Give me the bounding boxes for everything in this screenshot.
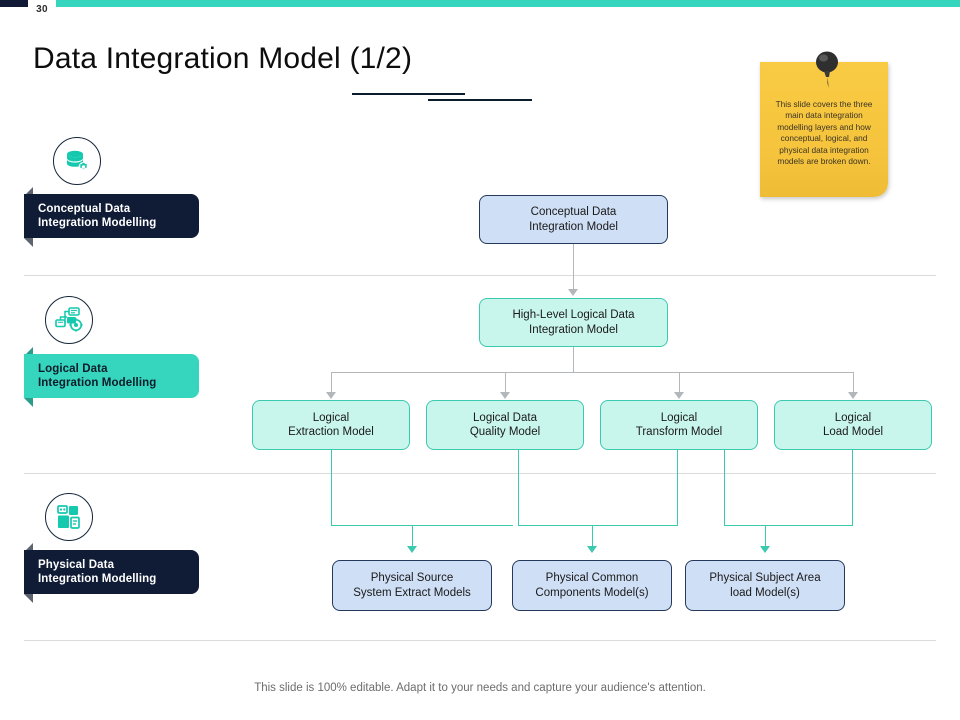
node-physical-common-components-model[interactable]: Physical Common Components Model(s)	[512, 560, 672, 611]
banner-notch-top-2	[24, 347, 33, 356]
layer-divider-1	[24, 275, 936, 276]
connector-extraction-to-physical-1	[412, 525, 413, 547]
node-logical-data-quality-model[interactable]: Logical Data Quality Model	[426, 400, 584, 450]
node-logical-load-model-line1: Logical	[834, 411, 872, 424]
layer-divider-2	[24, 473, 936, 474]
node-logical-extraction-model[interactable]: Logical Extraction Model	[252, 400, 410, 450]
node-high-level-logical-model-line1: High-Level Logical Data	[512, 309, 635, 321]
connector-quality-down	[518, 450, 519, 525]
server-stack-icon	[45, 493, 93, 541]
layer-label-logical: Logical Data Integration Modelling	[24, 354, 199, 398]
flowchart-gear-icon	[45, 296, 93, 344]
layer-label-physical: Physical Data Integration Modelling	[24, 550, 199, 594]
banner-notch-top-3	[24, 543, 33, 552]
node-high-level-logical-model[interactable]: High-Level Logical Data Integration Mode…	[479, 298, 668, 347]
node-physical-common-components-model-line1: Physical Common	[545, 572, 639, 584]
top-accent-bar-navy	[0, 0, 28, 7]
layer-label-logical-line2: Integration Modelling	[38, 377, 157, 389]
page-title: Data Integration Model (1/2)	[33, 42, 413, 75]
database-gear-icon	[53, 137, 101, 185]
sticky-note-text: This slide covers the three main data in…	[775, 99, 873, 167]
connector-highlevel-stem	[573, 347, 574, 372]
layer-label-physical-line2: Integration Modelling	[38, 573, 157, 585]
title-underline-1	[352, 93, 465, 95]
node-logical-extraction-model-line2: Extraction Model	[288, 426, 374, 438]
node-physical-source-extract-models-line2: System Extract Models	[353, 586, 471, 599]
layer-label-physical-line1: Physical Data	[38, 558, 115, 571]
connector-extraction-across	[331, 525, 513, 526]
sticky-note-paper	[760, 62, 888, 197]
page-number: 30	[28, 0, 56, 18]
arrowhead-physical-2	[587, 546, 597, 553]
arrowhead-logical-1	[326, 392, 336, 399]
banner-notch-bottom-3	[24, 594, 33, 603]
node-conceptual-model-line2: Integration Model	[529, 220, 618, 233]
banner-notch-bottom-2	[24, 398, 33, 407]
pushpin-icon	[816, 51, 838, 88]
node-physical-source-extract-models-line1: Physical Source	[370, 572, 454, 584]
node-logical-transform-model-line2: Transform Model	[635, 426, 723, 438]
layer-label-conceptual-line1: Conceptual Data	[38, 202, 131, 215]
layer-label-conceptual: Conceptual Data Integration Modelling	[24, 194, 199, 238]
connector-highlevel-bus	[331, 372, 853, 373]
node-logical-data-quality-model-line1: Logical Data	[473, 411, 537, 424]
connector-transform-down	[677, 450, 678, 525]
node-logical-load-model-line2: Load Model	[822, 426, 884, 438]
connector-load-to-physical-3	[765, 525, 766, 547]
arrowhead-logical-2	[500, 392, 510, 399]
layer-divider-3	[24, 640, 936, 641]
node-high-level-logical-model-line2: Integration Model	[529, 323, 618, 336]
node-physical-subject-area-load-model-line2: load Model(s)	[730, 586, 800, 599]
connector-load-right-down	[852, 450, 853, 526]
arrowhead-logical-3	[674, 392, 684, 399]
arrowhead-physical-1	[407, 546, 417, 553]
layer-label-conceptual-line2: Integration Modelling	[38, 217, 157, 229]
arrowhead-physical-3	[760, 546, 770, 553]
node-physical-source-extract-models[interactable]: Physical Source System Extract Models	[332, 560, 492, 611]
arrowhead-conceptual-to-highlevel	[568, 289, 578, 296]
title-underline-2	[428, 99, 532, 101]
connector-drop-logical-2	[505, 372, 506, 393]
footer-note: This slide is 100% editable. Adapt it to…	[254, 682, 706, 694]
connector-drop-logical-3	[679, 372, 680, 393]
node-physical-subject-area-load-model-line1: Physical Subject Area	[709, 572, 821, 584]
connector-drop-logical-4	[853, 372, 854, 393]
node-physical-subject-area-load-model[interactable]: Physical Subject Area load Model(s)	[685, 560, 845, 611]
banner-notch-top-1	[24, 187, 33, 196]
node-logical-transform-model[interactable]: Logical Transform Model	[600, 400, 758, 450]
node-logical-transform-model-line1: Logical	[660, 411, 698, 424]
connector-load-across	[724, 525, 853, 526]
node-logical-load-model[interactable]: Logical Load Model	[774, 400, 932, 450]
node-conceptual-model[interactable]: Conceptual Data Integration Model	[479, 195, 668, 244]
connector-quality-to-physical-2	[592, 525, 593, 547]
connector-load-down	[724, 450, 725, 525]
node-conceptual-model-line1: Conceptual Data	[530, 206, 617, 218]
node-logical-data-quality-model-line2: Quality Model	[469, 426, 541, 438]
top-accent-bar-teal	[56, 0, 960, 7]
connector-quality-across	[518, 525, 678, 526]
node-physical-common-components-model-line2: Components Model(s)	[535, 586, 649, 599]
arrowhead-logical-4	[848, 392, 858, 399]
connector-drop-logical-1	[331, 372, 332, 393]
banner-notch-bottom-1	[24, 238, 33, 247]
connector-extraction-down	[331, 450, 332, 525]
connector-conceptual-to-highlevel	[573, 244, 574, 290]
sticky-note: This slide covers the three main data in…	[760, 51, 888, 197]
node-logical-extraction-model-line1: Logical	[312, 411, 350, 424]
layer-label-logical-line1: Logical Data	[38, 362, 108, 375]
